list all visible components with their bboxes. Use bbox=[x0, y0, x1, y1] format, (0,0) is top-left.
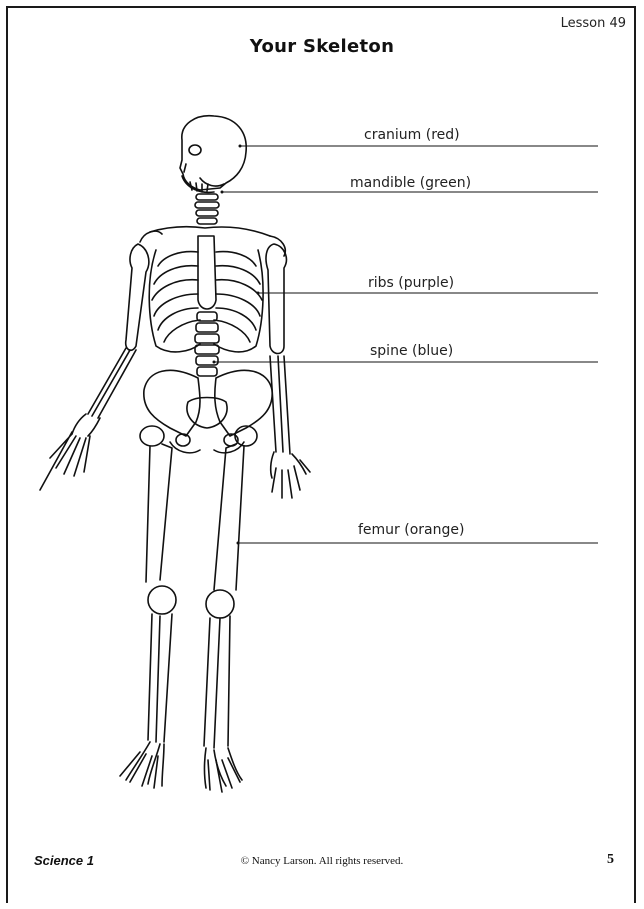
skull bbox=[180, 116, 246, 193]
label-ribs: ribs (purple) bbox=[368, 275, 454, 291]
neck bbox=[195, 194, 219, 224]
label-mandible: mandible (green) bbox=[350, 175, 471, 191]
label-cranium: cranium (red) bbox=[364, 127, 460, 143]
footer-page-number: 5 bbox=[607, 852, 614, 868]
footer-copyright: © Nancy Larson. All rights reserved. bbox=[0, 855, 644, 867]
label-femur: femur (orange) bbox=[358, 522, 464, 538]
left-femur bbox=[140, 426, 172, 582]
label-spine: spine (blue) bbox=[370, 343, 453, 359]
